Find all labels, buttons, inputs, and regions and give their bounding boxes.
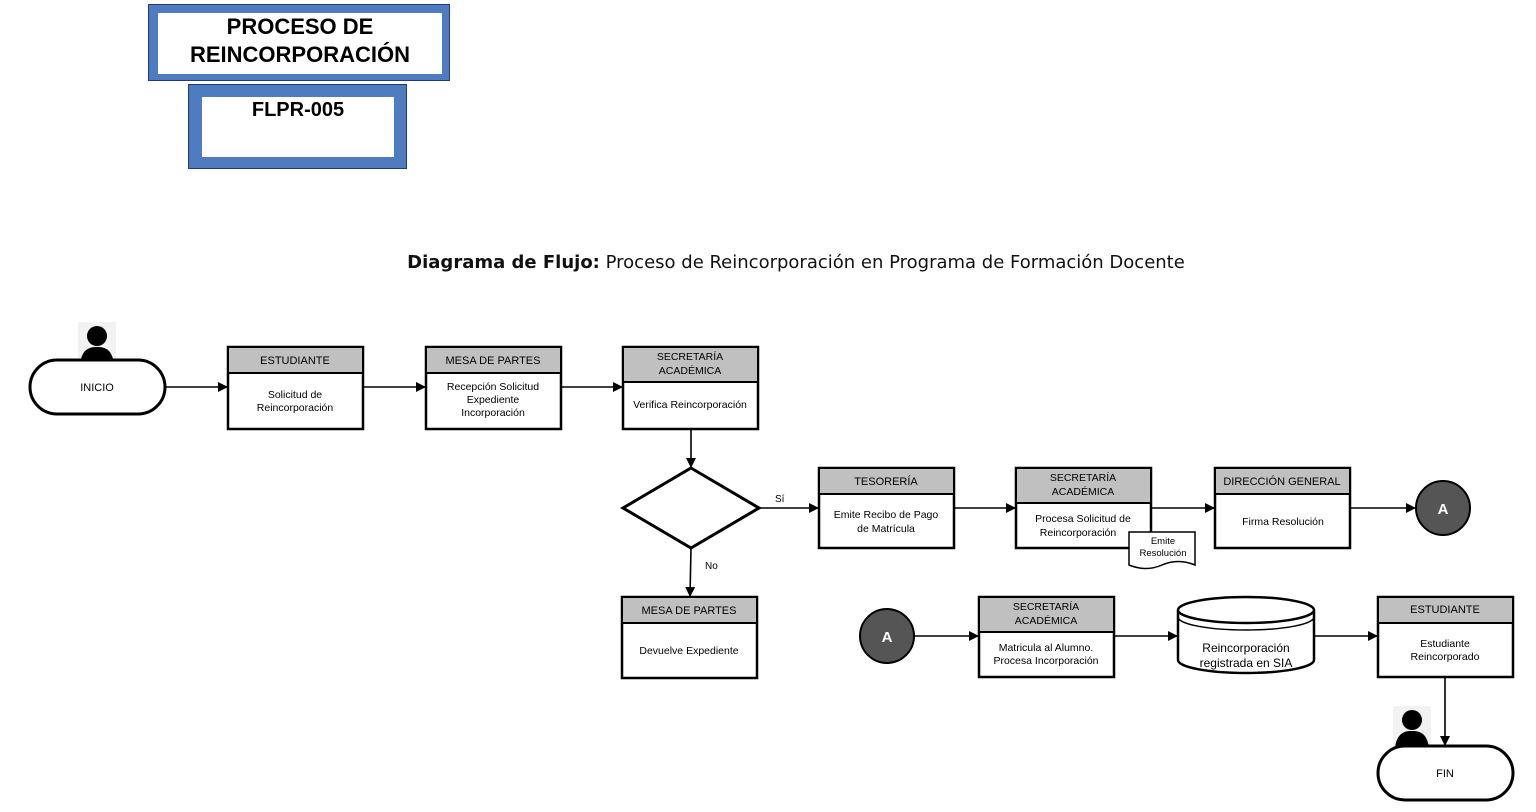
step-matricula-role1: SECRETARÍA: [1013, 600, 1079, 613]
resolution-document-line2: Resolución: [1140, 548, 1187, 559]
step-verifica: SECRETARÍA ACADÉMICA Verifica Reincorpor…: [621, 345, 760, 431]
step-recepcion-role: MESA DE PARTES: [446, 355, 541, 367]
step-matricula-line2: Procesa Incorporación: [993, 655, 1098, 667]
step-reincorporado: ESTUDIANTE Estudiante Reincorporado: [1376, 595, 1515, 679]
step-reincorporado-role: ESTUDIANTE: [1410, 604, 1480, 616]
step-matricula-role2: ACADÉMICA: [1015, 614, 1077, 627]
step-devuelve: MESA DE PARTES Devuelve Expediente: [620, 595, 759, 680]
step-devuelve-line1: Devuelve Expediente: [639, 645, 738, 657]
inicio-label: INICIO: [80, 382, 114, 394]
step-tesoreria-line2: de Matrícula: [857, 523, 915, 535]
code-box: FLPR-005: [188, 84, 407, 169]
no-label: No: [705, 561, 718, 572]
resolution-document-line1: Emite: [1151, 536, 1175, 547]
step-solicitud-line1: Solicitud de: [268, 389, 322, 401]
process-code-text: FLPR-005: [251, 99, 345, 121]
step-recepcion-line3: Incorporación: [461, 407, 525, 419]
connector-a-out: A: [1415, 480, 1471, 536]
fin-label: FIN: [1436, 768, 1454, 780]
step-solicitud: ESTUDIANTE Solicitud de Reincorporación: [226, 345, 365, 431]
step-firma-line1: Firma Resolución: [1242, 516, 1324, 528]
step-reincorporado-line2: Reincorporado: [1411, 651, 1480, 663]
step-devuelve-role: MESA DE PARTES: [642, 605, 737, 617]
step-firma-role: DIRECCIÓN GENERAL: [1223, 475, 1340, 488]
step-tesoreria-line1: Emite Recibo de Pago: [834, 509, 939, 521]
process-title-line2: REINCORPORACIÓN: [189, 42, 410, 67]
fin-terminator: FIN: [1376, 744, 1515, 802]
step-procesa-line1: Procesa Solicitud de: [1035, 513, 1131, 525]
arrow-decision-devuelve: [685, 547, 696, 597]
step-procesa-line2: Reincorporación: [1040, 527, 1117, 539]
diagram-title-prefix: Diagrama de Flujo:: [407, 252, 600, 273]
connector-a-in: A: [859, 608, 915, 664]
decision-diamond: [620, 466, 762, 550]
step-recepcion-line1: Recepción Solicitud: [447, 381, 539, 393]
sia-database-line2: registrada en SIA: [1200, 656, 1293, 670]
step-verifica-role2: ACADÉMICA: [659, 364, 721, 377]
step-tesoreria: TESORERÍA Emite Recibo de Pago de Matríc…: [817, 466, 956, 550]
step-procesa-role1: SECRETARÍA: [1050, 471, 1116, 484]
step-reincorporado-line1: Estudiante: [1420, 638, 1470, 650]
yes-label: Sí: [775, 494, 785, 505]
connector-a-in-label: A: [882, 629, 893, 646]
step-verifica-line1: Verifica Reincorporación: [633, 399, 747, 411]
step-matricula-line1: Matricula al Alumno.: [999, 642, 1094, 654]
step-recepcion-line2: Expediente: [467, 394, 520, 406]
step-procesa-solicitud: SECRETARÍA ACADÉMICA Procesa Solicitud d…: [1014, 466, 1153, 550]
start-person-icon: [78, 322, 116, 364]
end-person-icon: [1393, 706, 1431, 748]
step-verifica-role1: SECRETARÍA: [657, 350, 723, 363]
step-firma: DIRECCIÓN GENERAL Firma Resolución: [1213, 466, 1352, 550]
step-matricula: SECRETARÍA ACADÉMICA Matricula al Alumno…: [977, 595, 1116, 679]
inicio-terminator: INICIO: [28, 358, 167, 416]
connector-a-out-label: A: [1438, 501, 1449, 518]
step-recepcion: MESA DE PARTES Recepción Solicitud Exped…: [424, 345, 563, 431]
step-solicitud-role: ESTUDIANTE: [260, 355, 330, 367]
process-title-line1: PROCESO DE: [226, 14, 374, 39]
process-title-box: PROCESO DE REINCORPORACIÓN: [148, 4, 450, 81]
step-procesa-role2: ACADÉMICA: [1052, 485, 1114, 498]
process-title: PROCESO DE REINCORPORACIÓN: [158, 13, 442, 74]
resolution-document: Emite Resolución: [1128, 531, 1196, 570]
step-tesoreria-role: TESORERÍA: [854, 475, 918, 488]
sia-database: Reincorporación registrada en SIA: [1176, 595, 1316, 675]
sia-database-line1: Reincorporación: [1202, 641, 1289, 655]
step-solicitud-line2: Reincorporación: [257, 402, 334, 414]
process-code: FLPR-005: [202, 97, 394, 157]
flow-arrows: [165, 382, 1450, 746]
diagram-title: Diagrama de Flujo: Proceso de Reincorpor…: [0, 252, 1536, 273]
diagram-title-text: Proceso de Reincorporación en Programa d…: [605, 252, 1185, 273]
